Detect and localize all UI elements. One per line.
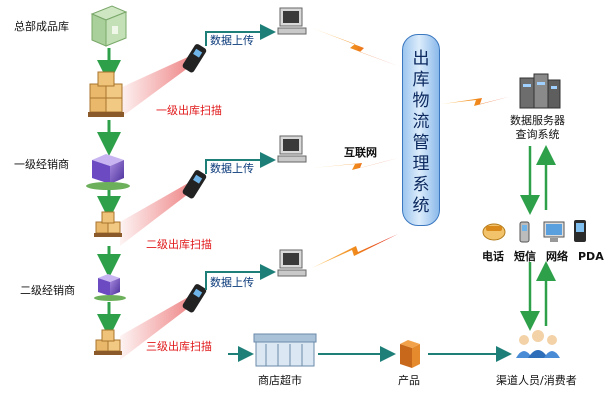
consumer-label: 渠道人员/消费者 <box>496 374 577 387</box>
internet-label: 互联网 <box>344 146 377 159</box>
scanner-icon-2 <box>182 170 207 199</box>
query-arrows <box>520 145 556 331</box>
pda-icon <box>574 220 586 242</box>
product-box-icon <box>400 340 420 368</box>
upload-label-1: 数据上传 <box>210 34 254 47</box>
boxes-icon-2 <box>94 211 122 237</box>
channel-sms-label: 短信 <box>514 250 536 263</box>
upload-label-3: 数据上传 <box>210 276 254 289</box>
system-char: 物 <box>412 91 430 111</box>
people-icon <box>516 330 560 358</box>
upload-label-2: 数据上传 <box>210 162 254 175</box>
system-char: 库 <box>412 70 430 90</box>
system-char: 理 <box>412 154 430 174</box>
upload-arrows <box>205 24 276 290</box>
monitor-icon <box>543 221 565 242</box>
scanner-icon <box>182 44 207 73</box>
channel-phone-label: 电话 <box>482 250 504 263</box>
boxes-icon-3 <box>94 329 122 355</box>
level2-dealer-label: 二级经销商 <box>20 284 75 297</box>
phone-icon <box>482 223 506 241</box>
boxes-icon <box>88 71 124 117</box>
logistics-system-panel: 出 库 物 流 管 理 系 统 <box>402 34 440 226</box>
hq-warehouse-label: 总部成品库 <box>14 20 69 33</box>
dealer-building-icon-2 <box>94 274 126 301</box>
server-icon <box>519 73 561 109</box>
store-label: 商店超市 <box>258 374 302 387</box>
warehouse-icon <box>90 5 128 47</box>
scan-beams <box>120 56 196 360</box>
system-char: 统 <box>412 196 430 216</box>
store-icon <box>253 333 317 367</box>
system-char: 管 <box>412 133 430 153</box>
logistics-system-label: 出 库 物 流 管 理 系 统 <box>403 49 439 217</box>
scan-level2-label: 二级出库扫描 <box>146 238 212 251</box>
level1-dealer-label: 一级经销商 <box>14 158 69 171</box>
mobile-phone-icon <box>519 221 530 243</box>
computer-icon-2 <box>277 135 307 163</box>
system-char: 系 <box>412 175 430 195</box>
computer-icon <box>277 7 307 35</box>
system-char: 流 <box>412 112 430 132</box>
wireless-links <box>312 28 512 268</box>
channel-web-label: 网络 <box>546 250 568 263</box>
scanner-icon-3 <box>182 284 207 313</box>
system-char: 出 <box>412 49 430 69</box>
server-label: 数据服务器 查询系统 <box>510 114 565 141</box>
dealer-building-icon <box>86 154 130 190</box>
scan-level3-label: 三级出库扫描 <box>146 340 212 353</box>
channel-pda-label: PDA <box>578 250 604 263</box>
product-label: 产品 <box>398 374 420 387</box>
computer-icon-3 <box>277 249 307 277</box>
scan-level1-label: 一级出库扫描 <box>156 104 222 117</box>
